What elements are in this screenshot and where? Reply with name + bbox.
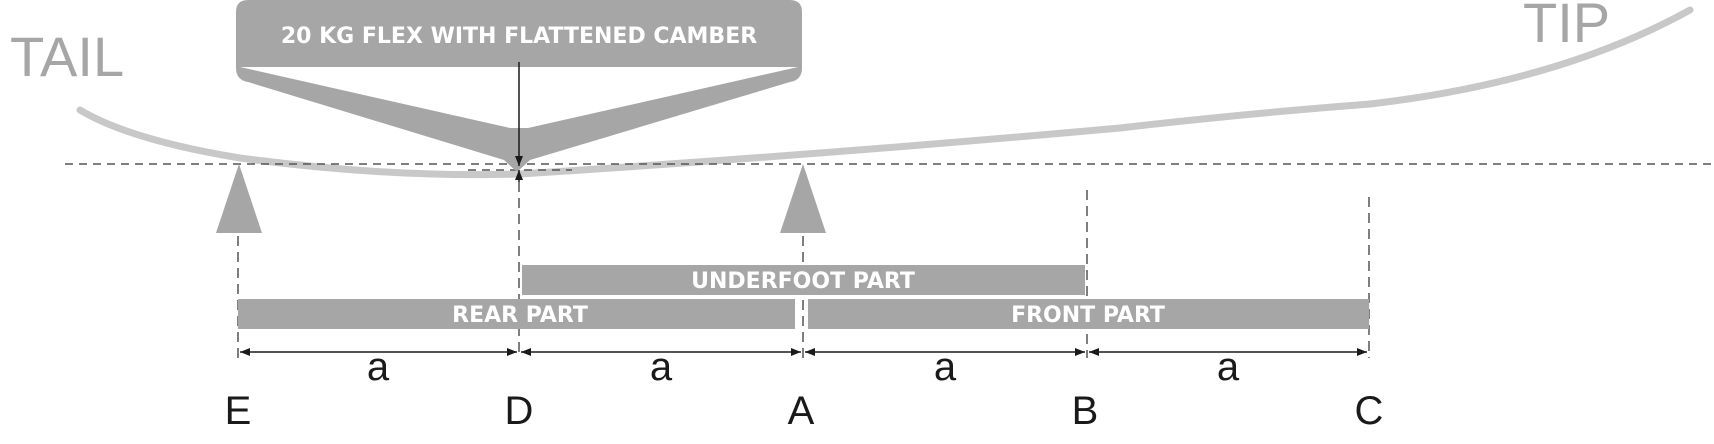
ski-profile (76, 6, 1694, 179)
dimension-label-1: a (367, 345, 390, 389)
rear-part-bar: REAR PART (238, 299, 795, 329)
point-label-D: D (505, 389, 534, 433)
underfoot-part-label: UNDERFOOT PART (691, 269, 915, 294)
load-callout: 20 KG FLEX WITH FLATTENED CAMBER (236, 0, 802, 182)
load-callout-text: 20 KG FLEX WITH FLATTENED CAMBER (281, 24, 757, 49)
tip-label: TIP (1523, 0, 1610, 54)
dimension-label-4: a (1217, 345, 1240, 389)
front-part-label: FRONT PART (1011, 303, 1165, 328)
tail-label: TAIL (10, 25, 124, 88)
point-label-C: C (1355, 389, 1384, 433)
dimension-label-3: a (934, 345, 957, 389)
support-triangle-front (780, 164, 826, 233)
point-label-E: E (225, 389, 252, 433)
point-label-A: A (788, 389, 815, 433)
underfoot-part-bar: UNDERFOOT PART (522, 265, 1085, 295)
point-label-B: B (1072, 389, 1099, 433)
support-triangle-rear (216, 164, 262, 233)
dimension-label-2: a (650, 345, 673, 389)
front-part-bar: FRONT PART (808, 299, 1369, 329)
rear-part-label: REAR PART (452, 303, 588, 328)
